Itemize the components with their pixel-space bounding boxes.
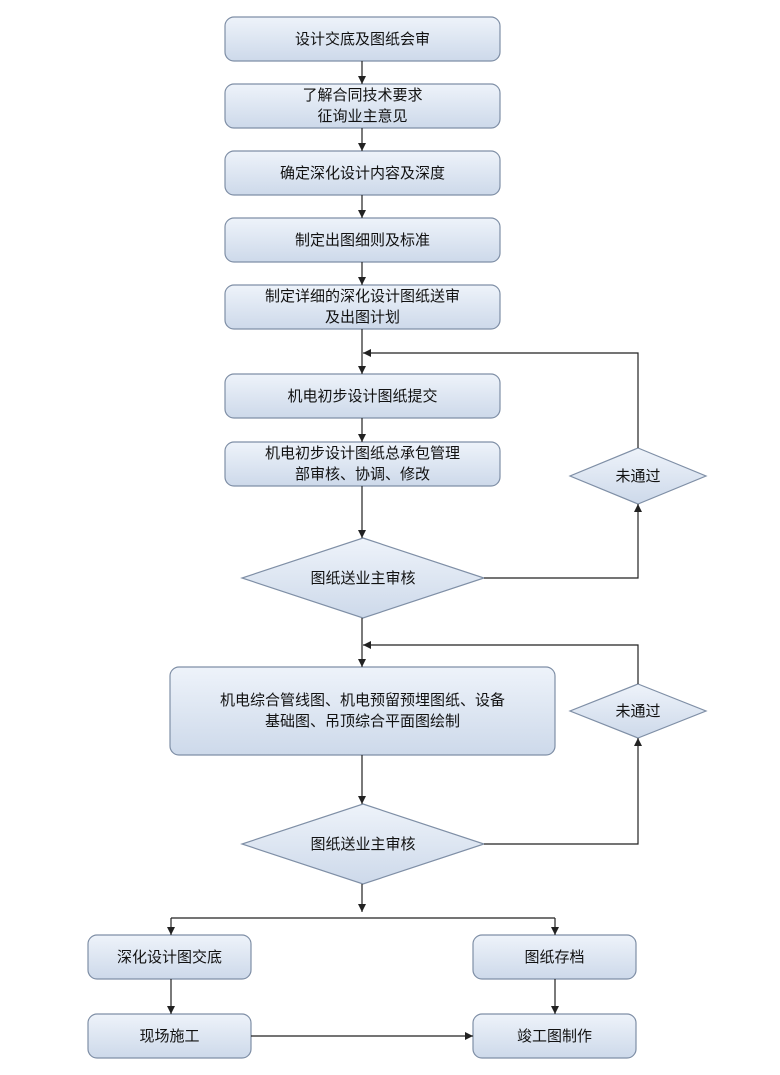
step-determine-content-box bbox=[224, 150, 501, 196]
step-design-disclosure-box bbox=[224, 16, 501, 62]
decision-not-passed-1 bbox=[568, 447, 708, 505]
step-integrated-drawings-box bbox=[169, 666, 556, 756]
step-submission-plan-box bbox=[224, 284, 501, 330]
decision-not-passed-2 bbox=[568, 683, 708, 739]
step-deepened-disclosure-box bbox=[87, 934, 252, 980]
decision-owner-review-1 bbox=[240, 537, 486, 619]
step-preliminary-submit-box bbox=[224, 373, 501, 419]
step-understand-contract-box bbox=[224, 83, 501, 129]
step-drawing-archive-box bbox=[472, 934, 637, 980]
arrow-not-passed-1-loop-back bbox=[363, 349, 639, 448]
arrow-not-passed-2-loop-back bbox=[363, 641, 639, 684]
step-drawing-rules-box bbox=[224, 217, 501, 263]
arrow-owner-review-1-to-not-passed-1 bbox=[484, 504, 642, 579]
decision-owner-review-2 bbox=[240, 803, 486, 885]
step-gc-review-box bbox=[224, 441, 501, 487]
step-as-built-box bbox=[472, 1013, 637, 1059]
step-site-construction-box bbox=[87, 1013, 252, 1059]
arrow-owner-review-2-to-not-passed-2 bbox=[484, 738, 642, 845]
